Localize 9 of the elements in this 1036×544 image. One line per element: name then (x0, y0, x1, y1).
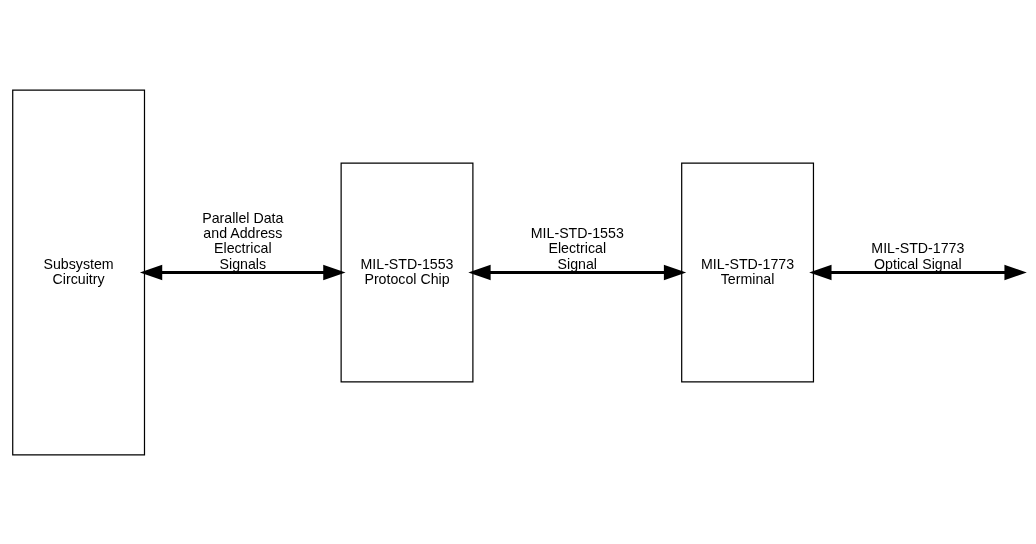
node-box: MIL-STD-1773 Terminal (681, 161, 815, 383)
node-box: MIL-STD-1553 Protocol Chip (340, 161, 474, 383)
arrow (809, 264, 1027, 280)
node-box: Subsystem Circuitry (12, 88, 146, 456)
edge-label: Parallel Data and Address Electrical Signals (202, 209, 284, 272)
edge-label: MIL-STD-1773 Optical Signal (871, 239, 965, 272)
edge-label: MIL-STD-1553 Electrical Signal (530, 224, 624, 272)
arrow (139, 264, 346, 280)
arrow (468, 264, 687, 280)
